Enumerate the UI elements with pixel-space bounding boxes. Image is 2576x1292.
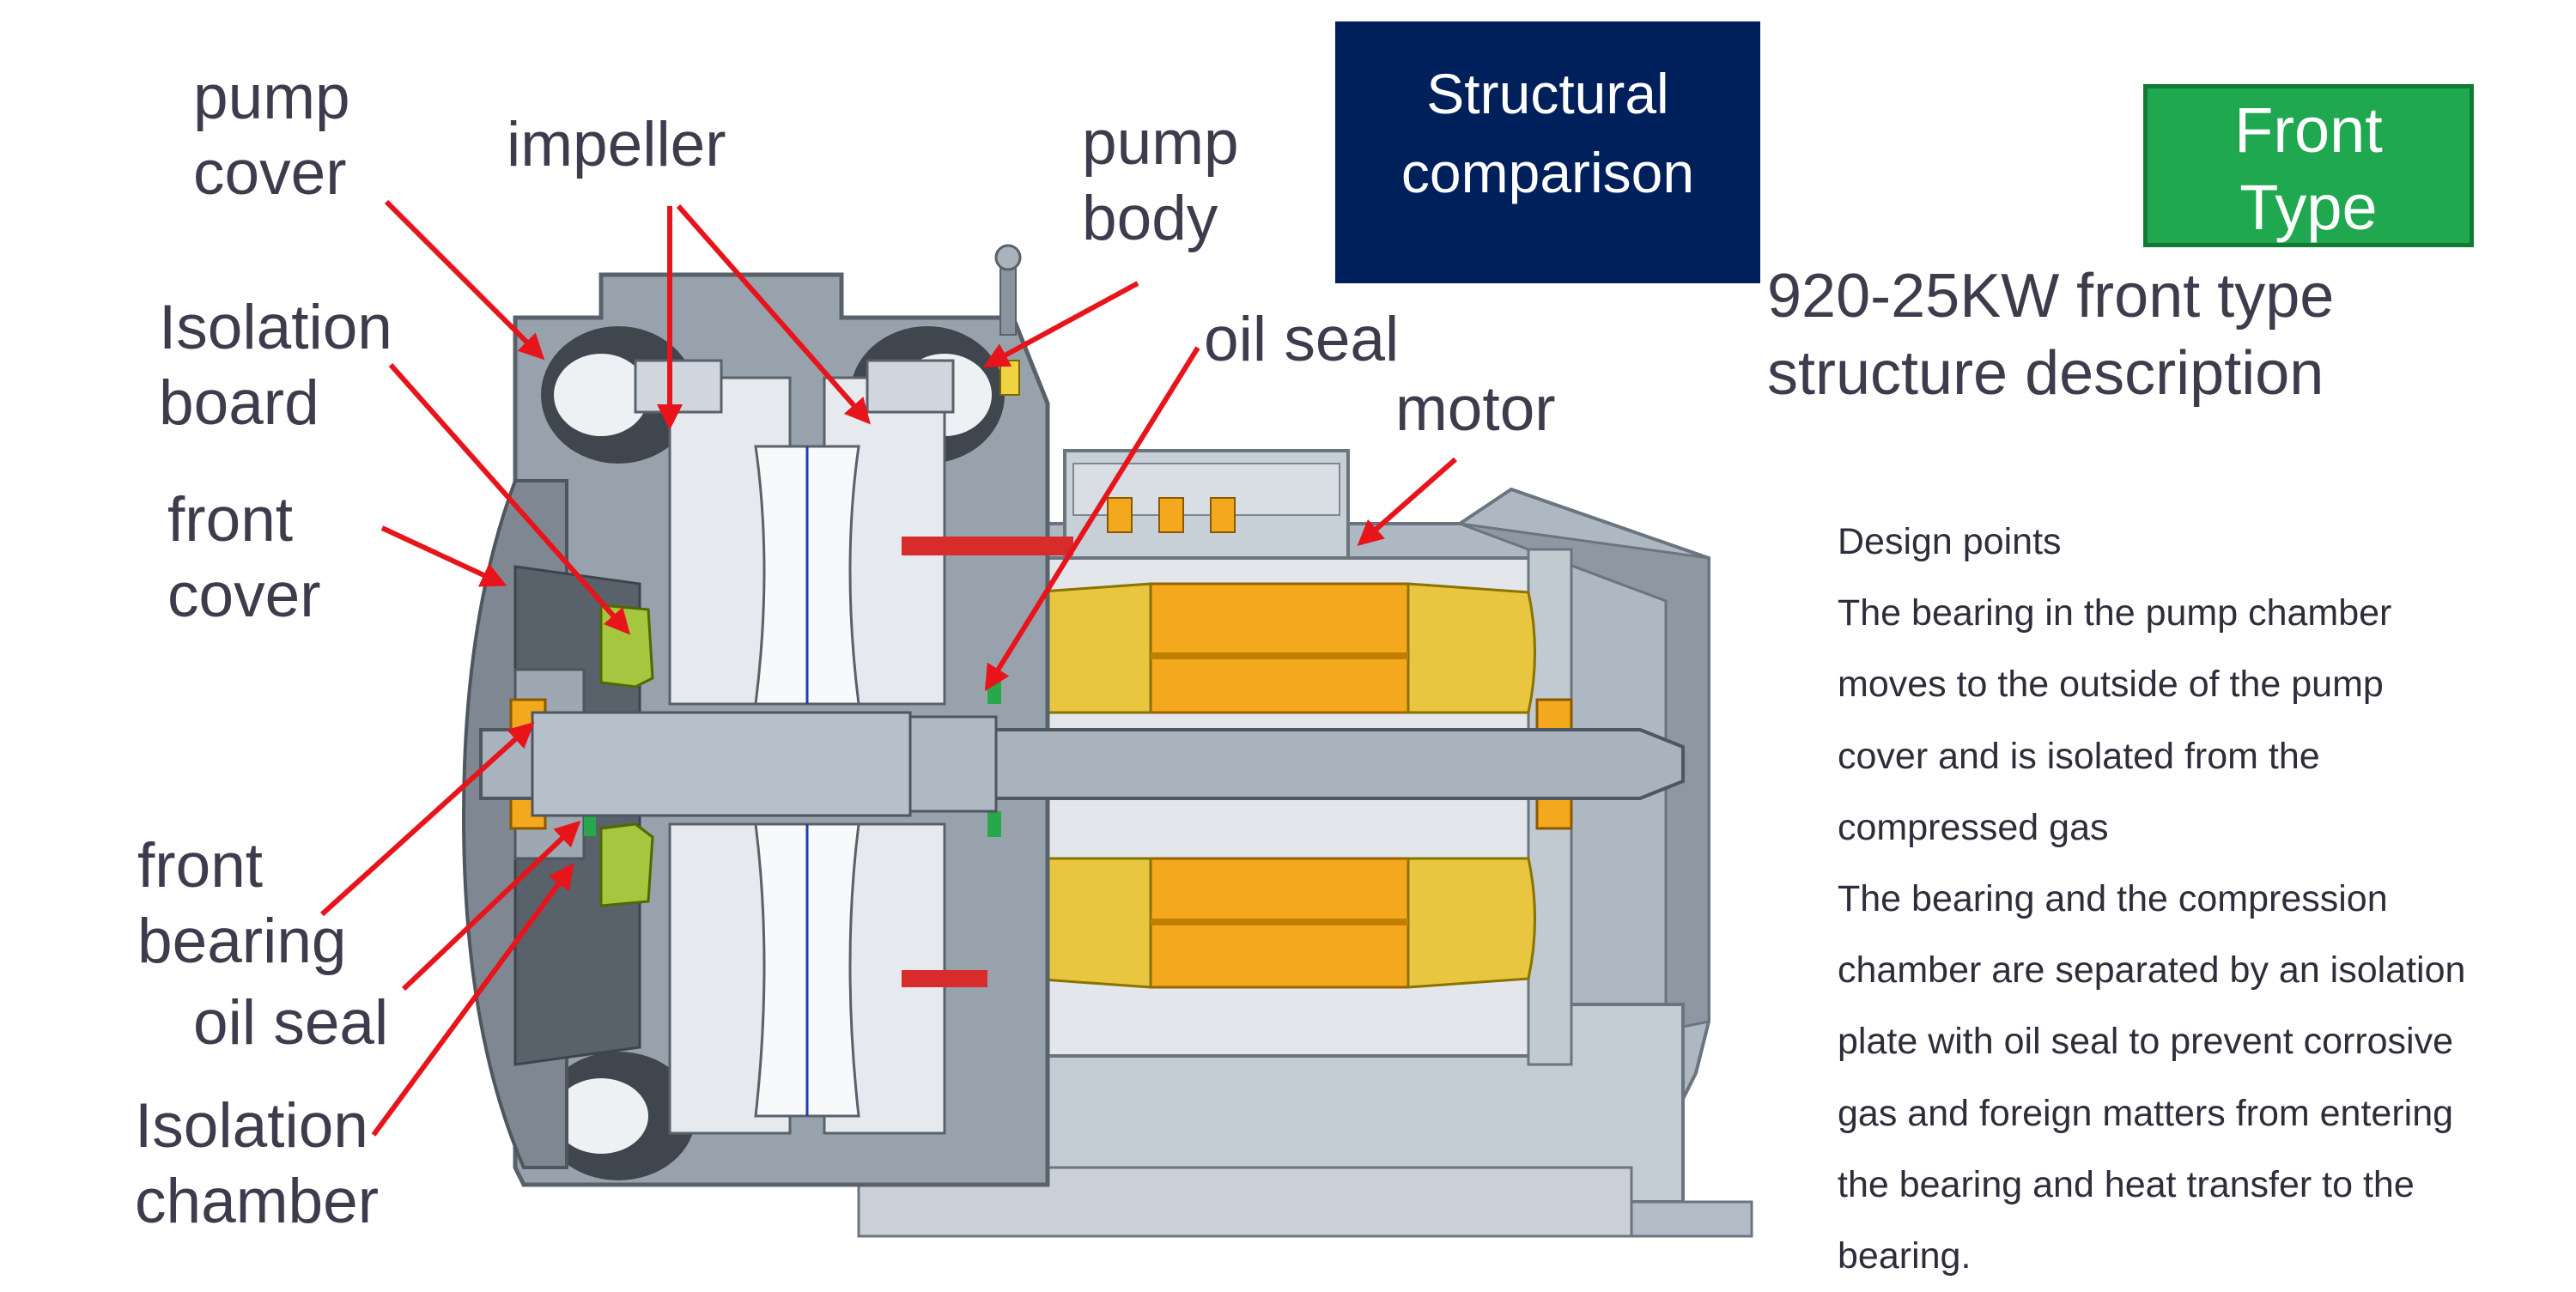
label-front-cover-line1: front — [167, 485, 294, 555]
label-front-cover-line2: cover — [167, 561, 321, 630]
design-point-line: gas and foreign matters from entering — [1838, 1092, 2454, 1134]
arrow-pump-body — [982, 281, 1139, 367]
label-isolation-board-line2: board — [159, 368, 319, 438]
design-point-line: cover and is isolated from the — [1838, 735, 2320, 777]
label-impeller: impeller — [507, 110, 726, 179]
label-oil-seal-bottom: oil seal — [193, 988, 389, 1058]
arrow-front-bearing — [319, 721, 535, 917]
design-point-line: chamber are separated by an isolation — [1838, 949, 2466, 992]
arrow-motor — [1357, 457, 1457, 546]
header-title-line2: comparison — [1400, 141, 1695, 204]
label-pump-body-line2: body — [1082, 184, 1218, 253]
arrow-front-cover — [380, 525, 507, 587]
structure-title-line1: 920-25KW front type — [1767, 262, 2335, 331]
label-isolation-chamber: Isolation chamber — [135, 1089, 379, 1240]
arrow-isolation-board — [388, 363, 630, 635]
upper-cooling-channel — [902, 537, 1073, 555]
design-point-line: The bearing in the pump chamber — [1838, 592, 2392, 634]
structure-description-title: 920-25KW front type structure descriptio… — [1767, 258, 2334, 412]
label-front-bearing-line2: bearing — [137, 907, 347, 976]
arrow-impeller-right — [676, 204, 871, 425]
arrow-isolation-chamber — [371, 863, 574, 1137]
arrow-oil-seal-top — [984, 346, 1200, 692]
label-motor: motor — [1395, 374, 1556, 444]
design-point-line: plate with oil seal to prevent corrosive — [1838, 1021, 2454, 1063]
badge-line1: Front — [2234, 94, 2383, 166]
structure-title-line2: structure description — [1767, 339, 2324, 408]
design-point-line: compressed gas — [1838, 806, 2109, 848]
lower-cooling-channel — [902, 970, 987, 987]
label-front-bearing: front bearing — [137, 828, 347, 980]
terminal-box — [1063, 449, 1350, 560]
label-isolation-chamber-line1: Isolation — [135, 1091, 368, 1161]
header-title-line1: Structural — [1426, 62, 1669, 125]
label-pump-body-line1: pump — [1082, 108, 1239, 178]
label-front-cover: front cover — [167, 482, 321, 634]
rear-oil-seal-bottom — [987, 811, 1001, 837]
structural-comparison-header: Structural comparison — [1335, 21, 1760, 283]
arrow-oil-seal-bottom — [401, 820, 581, 992]
arrow-pump-cover — [384, 199, 545, 361]
design-point-line: moves to the outside of the pump — [1838, 664, 2384, 706]
label-isolation-chamber-line2: chamber — [135, 1167, 380, 1236]
design-points: Design points The bearing in the pump ch… — [1838, 506, 2542, 1292]
front-oil-seal-bottom — [584, 814, 596, 836]
label-front-bearing-line1: front — [137, 831, 264, 901]
design-point-line: the bearing and heat transfer to the — [1838, 1163, 2415, 1205]
badge-line2: Type — [2239, 172, 2378, 243]
design-point-line: The bearing and the compression — [1838, 878, 2388, 920]
label-isolation-board-line1: Isolation — [159, 293, 392, 362]
front-type-badge: Front Type — [2143, 84, 2474, 247]
label-arrows — [319, 199, 1457, 1137]
label-pump-body: pump body — [1082, 106, 1239, 257]
label-oil-seal-top: oil seal — [1204, 305, 1400, 374]
label-pump-cover-line2: cover — [193, 138, 347, 208]
label-isolation-board: Isolation board — [159, 290, 392, 441]
shaft — [479, 711, 1685, 817]
label-pump-cover-line1: pump — [193, 63, 350, 132]
design-points-heading: Design points — [1838, 521, 2062, 562]
stator-windings — [1023, 582, 1536, 989]
label-pump-cover: pump cover — [193, 60, 350, 211]
design-point-line: bearing. — [1838, 1235, 1971, 1277]
